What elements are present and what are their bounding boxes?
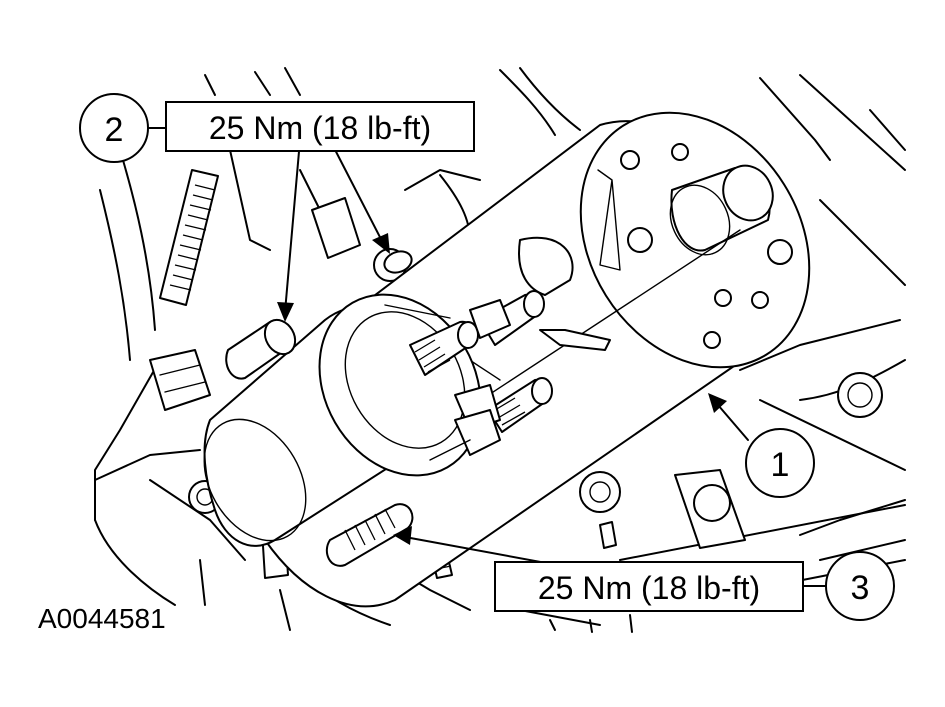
callout-1-number: 1	[771, 446, 790, 484]
callout-2: 2 25 Nm (18 lb-ft)	[79, 93, 475, 163]
mounting-bolt-upper	[225, 318, 297, 380]
callout-2-number: 2	[105, 111, 124, 149]
mounting-bolt-upper	[383, 250, 413, 274]
callout-2-torque: 25 Nm (18 lb-ft)	[209, 110, 431, 146]
threaded-stud	[159, 169, 219, 306]
arrow-head	[277, 302, 294, 322]
terminal-stud	[487, 377, 553, 433]
figure-id: A0044581	[38, 603, 166, 634]
callout-3-torque: 25 Nm (18 lb-ft)	[538, 570, 760, 606]
engine-block-background	[94, 67, 906, 633]
terminal-stud	[469, 290, 545, 346]
terminal-stud	[409, 320, 479, 376]
block-bolt	[579, 471, 621, 513]
arrow-head	[372, 233, 390, 254]
block-bolt	[837, 372, 883, 418]
arrow-head	[708, 393, 727, 413]
callout-3: 25 Nm (18 lb-ft) 3	[494, 551, 895, 621]
callout-1: 1	[745, 428, 815, 498]
pinion-nose	[669, 164, 774, 256]
arrow-head	[393, 526, 412, 545]
starter-motor	[203, 111, 811, 608]
callout-3-number: 3	[851, 569, 870, 607]
